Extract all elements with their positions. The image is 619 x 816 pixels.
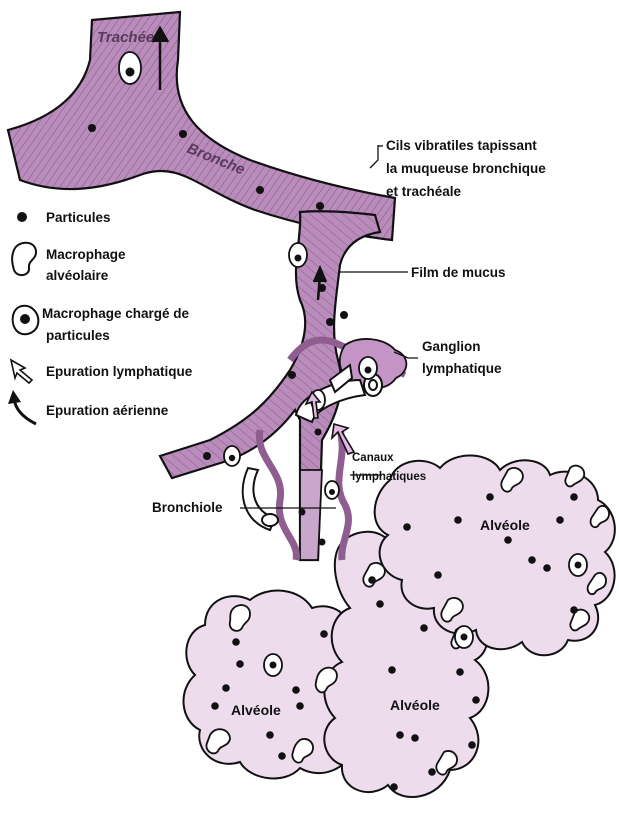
svg-text:et trachéale: et trachéale [386, 184, 462, 199]
svg-text:Cils vibratiles tapissant: Cils vibratiles tapissant [386, 138, 537, 153]
ganglion-label: Ganglion lymphatique [422, 339, 502, 376]
legend-particules: Particules [17, 210, 111, 225]
svg-text:Ganglion: Ganglion [422, 339, 481, 354]
cils-label: Cils vibratiles tapissant la muqueuse br… [386, 138, 546, 199]
legend-macrophage-charge: Macrophage chargé de particules [13, 306, 190, 343]
film-label: Film de mucus [411, 265, 506, 280]
trachee-label: Trachée [97, 29, 154, 46]
alveole-label-left: Alvéole [231, 702, 281, 718]
svg-text:la muqueuse bronchique: la muqueuse bronchique [386, 161, 546, 176]
particle-icon [17, 212, 27, 222]
bronchiole-label: Bronchiole [152, 500, 223, 515]
svg-text:Epuration aérienne: Epuration aérienne [46, 403, 169, 418]
svg-text:Particules: Particules [46, 210, 111, 225]
macrophage-icon [12, 243, 36, 275]
alveole-label-right: Alvéole [480, 517, 530, 533]
svg-text:Canaux: Canaux [352, 452, 394, 464]
svg-text:Macrophage chargé de: Macrophage chargé de [42, 306, 190, 321]
svg-text:particules: particules [46, 328, 110, 343]
legend-epuration-aerienne: Epuration aérienne [8, 390, 169, 424]
legend: Particules Macrophage alvéolaire Macroph… [8, 210, 193, 424]
svg-text:Macrophage: Macrophage [46, 247, 126, 262]
legend-macrophage: Macrophage alvéolaire [12, 243, 126, 283]
lymphatic-arrow-icon [11, 360, 32, 383]
svg-text:alvéolaire: alvéolaire [46, 268, 109, 283]
legend-epuration-lymphatique: Epuration lymphatique [11, 360, 193, 383]
alveole-label-center: Alvéole [390, 697, 440, 713]
svg-text:lymphatique: lymphatique [422, 361, 502, 376]
svg-text:lymphatiques: lymphatiques [352, 471, 426, 483]
airway-tree [8, 12, 405, 560]
svg-text:Epuration lymphatique: Epuration lymphatique [46, 364, 193, 379]
